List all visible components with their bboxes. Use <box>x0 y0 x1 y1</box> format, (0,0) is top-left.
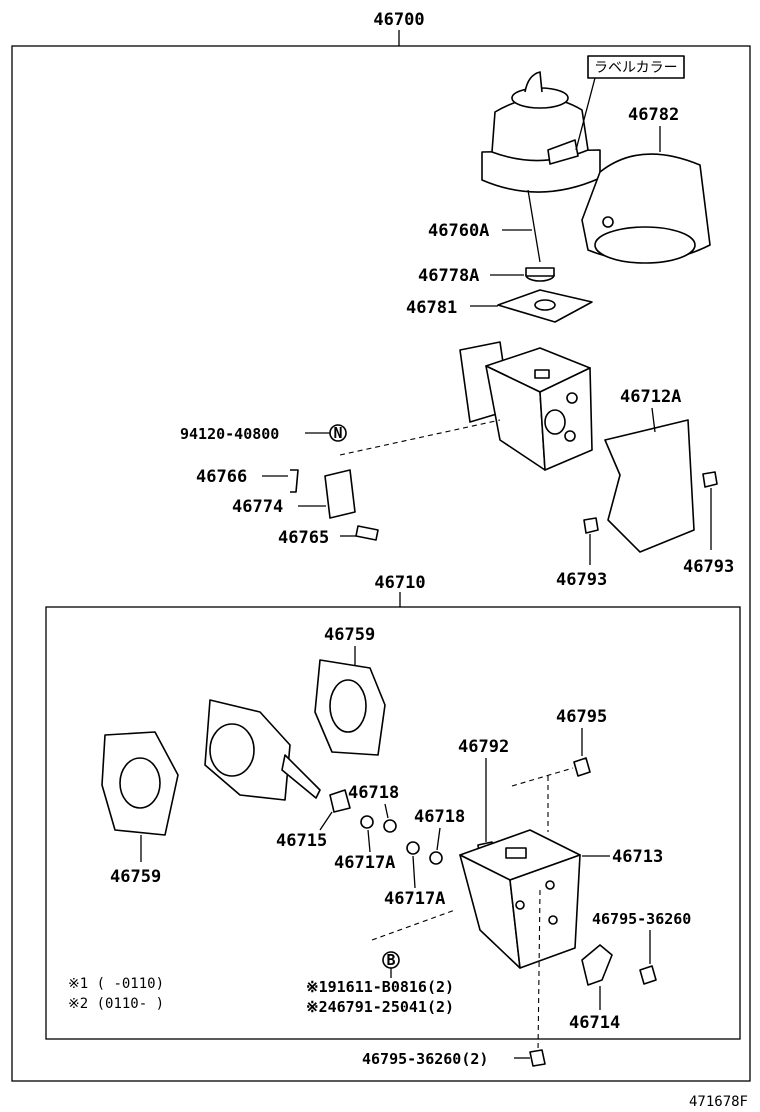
label-color-note: ラベルカラー <box>594 60 678 76</box>
label-46795: 46795 <box>556 707 607 727</box>
label-46766: 46766 <box>196 467 247 487</box>
label-46760A: 46760A <box>428 221 489 241</box>
nut-46795-36260-b <box>529 1049 546 1067</box>
bracket-46713 <box>459 829 581 969</box>
actuator-diaphragm <box>481 71 601 263</box>
gasket-46759-right <box>314 659 386 756</box>
cover-46782 <box>581 153 711 264</box>
pin-46765 <box>355 525 379 541</box>
subassembly-number: 46710 <box>374 573 425 593</box>
link-46714 <box>581 944 613 986</box>
bracket-plate-46712A <box>604 419 695 553</box>
label-46717A-b: 46717A <box>384 889 445 909</box>
note-1: ※1 ( -0110) <box>68 976 164 992</box>
label-46759-top: 46759 <box>324 625 375 645</box>
bushing-46778A <box>525 267 555 282</box>
label-46781: 46781 <box>406 298 457 318</box>
label-46793-b: 46793 <box>683 557 734 577</box>
clip-46717A-b <box>406 841 420 855</box>
label-46795-36260-a: 46795-36260 <box>592 910 691 928</box>
label-46718-b: 46718 <box>414 807 465 827</box>
clip-46766 <box>290 469 299 493</box>
nut-badge <box>329 424 347 442</box>
label-46715: 46715 <box>276 831 327 851</box>
label-46714: 46714 <box>569 1013 620 1033</box>
bushing-46715 <box>329 789 351 813</box>
gasket-46781 <box>497 289 593 323</box>
upper-bracket-assembly <box>459 341 593 471</box>
throttle-body-housing <box>204 699 321 801</box>
label-46713: 46713 <box>612 847 663 867</box>
assembly-frame <box>11 45 751 1082</box>
label-46718-a: 46718 <box>348 783 399 803</box>
washer-46718-a <box>383 819 397 833</box>
label-94120-40800: 94120-40800 <box>180 425 279 443</box>
washer-46718-b <box>429 851 443 865</box>
label-46717A-a: 46717A <box>334 853 395 873</box>
gasket-46759-left <box>101 731 179 836</box>
label-46774: 46774 <box>232 497 283 517</box>
label-46778A: 46778A <box>418 266 479 286</box>
note-4: ※246791-25041(2) <box>306 998 454 1016</box>
label-46795-36260-b: 46795-36260(2) <box>362 1050 488 1068</box>
subassembly-frame <box>45 606 741 1040</box>
bolt-46793-b <box>702 471 718 488</box>
label-46792: 46792 <box>458 737 509 757</box>
label-46712A: 46712A <box>620 387 681 407</box>
link-46774 <box>324 469 356 519</box>
label-46782: 46782 <box>628 105 679 125</box>
nut-46795-36260-a <box>639 965 657 985</box>
clip-46717A-a <box>360 815 374 829</box>
note-3: ※191611-B0816(2) <box>306 978 454 996</box>
label-46793-a: 46793 <box>556 570 607 590</box>
label-46759-bottom: 46759 <box>110 867 161 887</box>
note-2: ※2 (0110- ) <box>68 996 164 1012</box>
label-46765: 46765 <box>278 528 329 548</box>
nut-badge-text: N <box>333 424 342 442</box>
label-color-box <box>587 55 685 79</box>
bolt-badge-text: B <box>386 951 395 969</box>
assembly-number: 46700 <box>373 10 424 30</box>
figure-id: 471678F <box>689 1094 748 1110</box>
nut-46795 <box>573 757 591 777</box>
bolt-46793-a <box>583 517 599 534</box>
